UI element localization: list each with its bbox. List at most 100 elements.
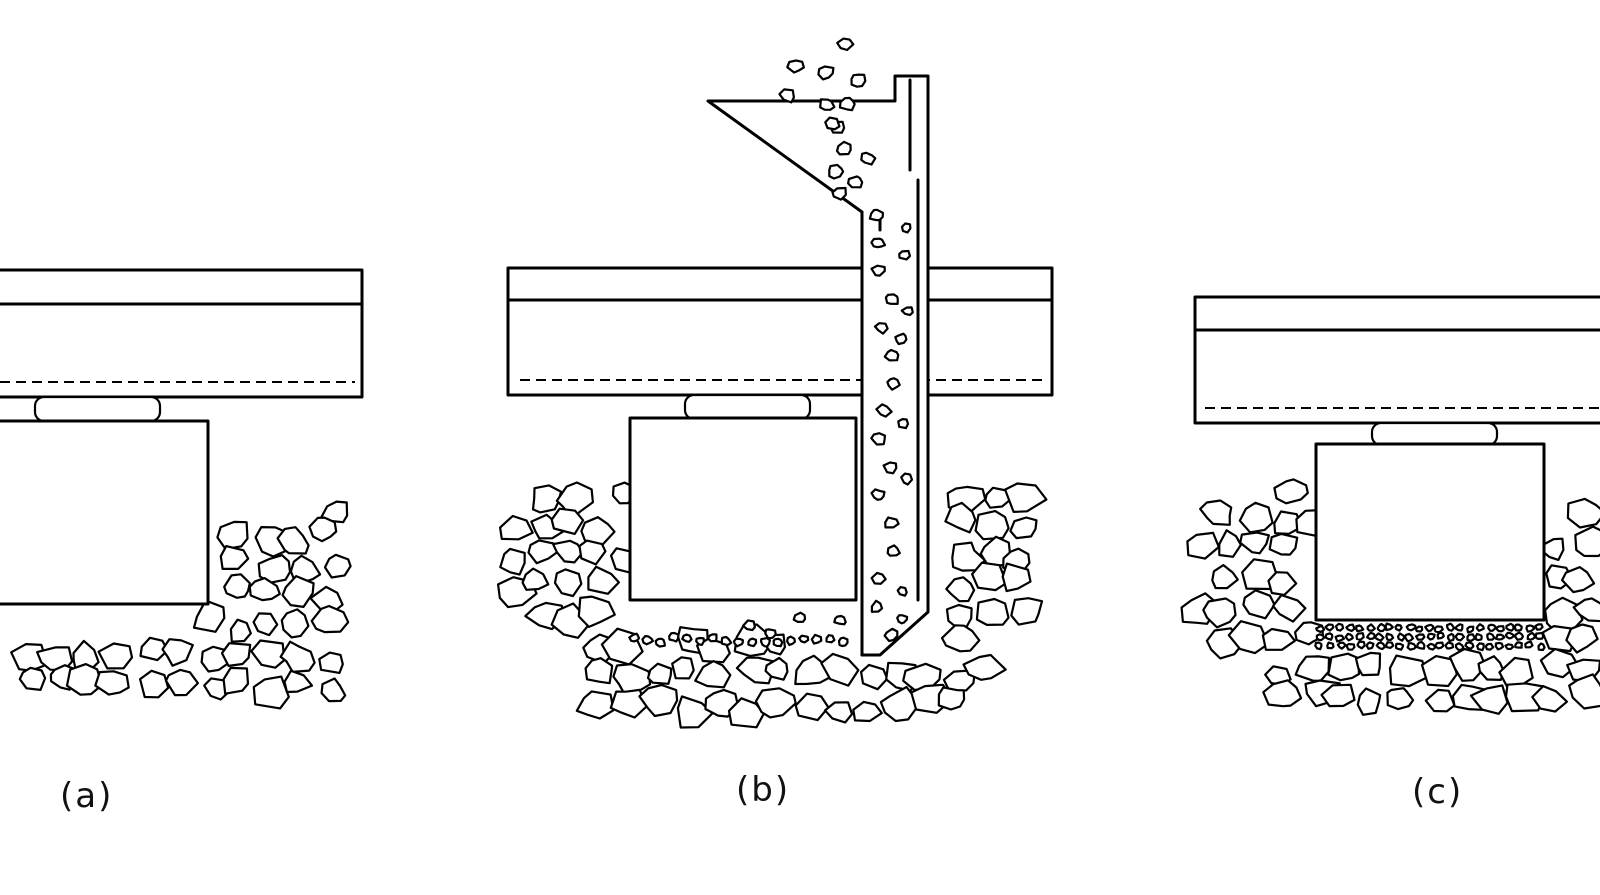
ballast-stone xyxy=(1403,632,1415,643)
sleeper-c xyxy=(1314,442,1546,622)
ballast-stone xyxy=(609,688,648,719)
ballast-stone xyxy=(1426,642,1437,651)
ballast-stone xyxy=(1475,623,1485,632)
ballast-stone xyxy=(1334,622,1345,632)
ballast-stone xyxy=(499,547,526,576)
ballast-stone xyxy=(1426,632,1436,641)
ballast-stone xyxy=(1415,633,1426,641)
ballast-stone xyxy=(1345,623,1356,633)
ballast-stone xyxy=(252,612,279,637)
ballast-stone xyxy=(1385,632,1395,642)
ballast-stone xyxy=(1334,634,1345,643)
ballast-stone xyxy=(1186,531,1220,560)
ballast-stone xyxy=(975,597,1010,626)
ballast-stone xyxy=(1474,632,1483,642)
ballast-stone xyxy=(852,700,883,723)
ballast-stone xyxy=(1336,641,1347,650)
ballast-stone xyxy=(161,638,194,667)
ballast-stone xyxy=(1375,641,1386,651)
ballast-stone xyxy=(706,633,718,643)
ballast-stone xyxy=(1487,623,1497,632)
ballast-stone xyxy=(654,637,666,648)
ballast-stone xyxy=(886,377,901,391)
ballast-stone xyxy=(817,65,835,81)
ballast-stone xyxy=(1454,642,1465,651)
panel-c xyxy=(1180,295,1600,716)
ballast-stone xyxy=(220,642,252,667)
ballast-stone xyxy=(794,692,830,722)
ballast-stone xyxy=(531,484,563,514)
ballast-stone xyxy=(1534,623,1544,631)
ballast-stone xyxy=(252,675,290,710)
ballast-stone xyxy=(1454,632,1466,642)
ballast-stone xyxy=(1494,625,1505,633)
ballast-stone xyxy=(900,472,914,486)
ballast-stone xyxy=(870,488,886,501)
ballast-stone xyxy=(694,660,732,689)
ballast-stone xyxy=(1314,641,1323,651)
ballast-stone xyxy=(1009,516,1038,540)
ballast-stone xyxy=(575,690,615,720)
ballast-stone xyxy=(320,677,347,703)
ballast-stone xyxy=(1524,640,1534,649)
ballast-stone xyxy=(323,553,352,579)
rail-b xyxy=(506,266,1054,397)
ballast-stone xyxy=(1513,623,1523,632)
ballast-stone xyxy=(898,249,911,261)
ballast-stone xyxy=(944,501,977,534)
ballast-stone xyxy=(824,116,841,131)
ballast-stone xyxy=(1494,633,1506,641)
ballast-stone xyxy=(1239,531,1270,555)
ballast-stone xyxy=(772,637,784,648)
falling-stones xyxy=(778,37,877,189)
ballast-stone xyxy=(1561,566,1596,594)
sleeper-a xyxy=(0,419,210,606)
ballast-stone xyxy=(896,614,909,625)
ballast-stone xyxy=(1356,640,1366,650)
ballast-stone xyxy=(219,545,250,570)
ballast-stone xyxy=(1218,529,1242,558)
ballast-stone xyxy=(759,637,771,648)
ballast-stone xyxy=(1272,594,1307,623)
ballast-stones-b xyxy=(497,481,1048,729)
ballast-stone xyxy=(900,222,912,234)
ballast-stone xyxy=(1406,642,1417,651)
ballast-stone xyxy=(1199,499,1233,526)
ballast-stone xyxy=(860,663,889,691)
ballast-stones-c xyxy=(1180,478,1600,716)
ballast-stone xyxy=(223,573,251,599)
ballast-stone xyxy=(1565,623,1599,654)
ballast-stone xyxy=(1525,624,1536,633)
ballast-stone xyxy=(1273,510,1303,535)
ballast-stone xyxy=(1238,501,1274,534)
caption-c: (c) xyxy=(1412,772,1464,812)
ballast-stone xyxy=(1484,642,1495,651)
ballast-stone xyxy=(276,526,310,555)
ballast-stone xyxy=(940,624,981,653)
ballast-stone xyxy=(1373,632,1385,642)
ballast-stone xyxy=(1464,641,1475,650)
ballast-stone xyxy=(94,670,130,696)
ballast-stone xyxy=(283,669,314,694)
ballast-stone xyxy=(792,611,807,623)
ballast-stone xyxy=(868,208,884,222)
ballast-stone xyxy=(676,695,714,729)
ballast-stone xyxy=(1385,641,1395,649)
ballast-stone xyxy=(1327,652,1361,682)
ballast-stone xyxy=(681,633,693,643)
ballast-stone xyxy=(1267,571,1298,596)
ballast-stone xyxy=(951,541,987,572)
ballast-stone xyxy=(1262,679,1303,708)
ballast-stone xyxy=(1531,685,1569,713)
ballast-stone xyxy=(1242,589,1276,620)
sleeper-b xyxy=(628,416,858,602)
ballast-stone xyxy=(310,604,350,634)
ballast-stone xyxy=(882,461,898,475)
ballast-stone xyxy=(870,432,886,446)
ballast-stone xyxy=(320,500,349,524)
rail-pad-c xyxy=(1370,421,1499,447)
ballast-stone xyxy=(628,632,641,643)
ballast-stone xyxy=(798,634,810,644)
ballast-stone xyxy=(1268,532,1299,556)
